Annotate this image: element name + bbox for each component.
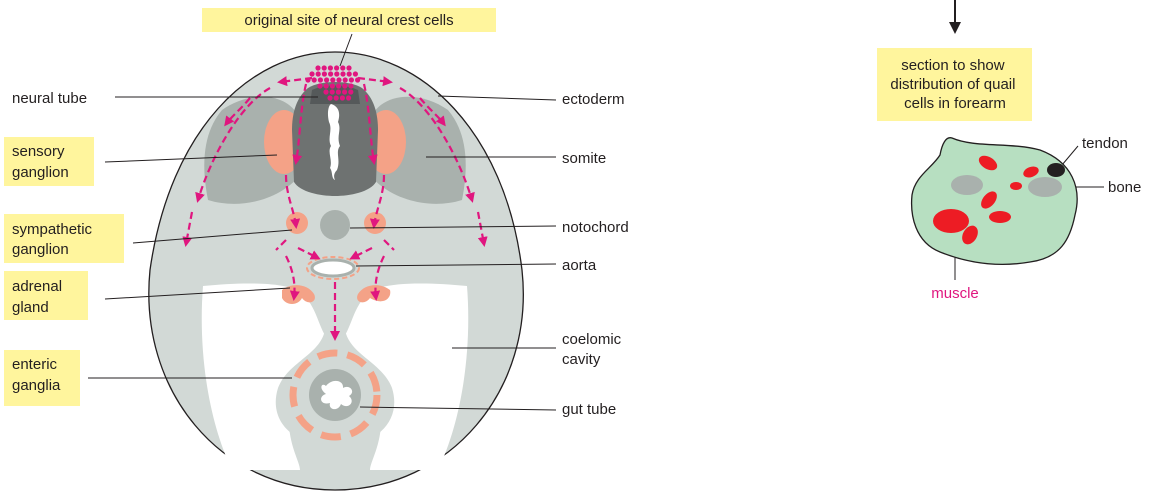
crest-cell-dot [330,77,335,82]
notochord [320,210,350,240]
neural-tube-dorsal [310,86,360,105]
crest-cell-dot [318,77,323,82]
crest-cell-dot [336,89,341,94]
crest-cell-dot [322,65,327,70]
label-notochord: notochord [562,219,629,236]
crest-cell-dot [316,71,321,76]
crest-cell-dot [317,83,322,88]
crest-cell-dot [342,89,347,94]
crest-cell-dot [336,77,341,82]
crest-cell-dot [340,65,345,70]
bone-left [951,175,983,195]
label-bone: bone [1108,179,1141,196]
crest-cell-dot [334,95,339,100]
crest-cell-dot [309,71,314,76]
top-label: original site of neural crest cells [244,12,453,29]
label-aorta: aorta [562,257,597,274]
section-label: section to show distribution of quail ce… [890,57,1019,112]
crest-cell-dot [330,89,335,94]
crest-cell-dot [324,77,329,82]
label-coelomic-cavity: coelomic cavity [562,331,625,368]
crest-cell-dot [336,83,341,88]
crest-cell-dot [342,83,347,88]
crest-cell-dot [328,71,333,76]
label-muscle: muscle [931,285,979,302]
crest-cell-dot [312,77,317,82]
label-neural-tube: neural tube [12,90,87,107]
crest-cell-dot [315,65,320,70]
crest-cell-dot [348,83,353,88]
crest-cell-dot [353,71,358,76]
forearm-panel: section to show distribution of quail ce… [890,0,1141,302]
bone-right [1028,177,1062,197]
crest-cell-dot [334,65,339,70]
tendon [1047,163,1065,177]
crest-cell-dot [324,83,329,88]
crest-cell-dot [346,95,351,100]
crest-cell-dot [346,65,351,70]
crest-cell-dot [340,71,345,76]
crest-cell-dot [330,83,335,88]
crest-cell-dot [340,95,345,100]
label-ectoderm: ectoderm [562,91,625,108]
muscle-large [933,209,969,233]
aorta [312,260,354,276]
crest-cell-dot [323,89,328,94]
crest-cell-dot [349,77,354,82]
label-tendon: tendon [1082,135,1128,152]
crest-cell-dot [322,71,327,76]
crest-cell-dot [343,77,348,82]
crest-cell-dot [328,65,333,70]
embryo-section [149,52,523,490]
crest-cell-dot [334,71,339,76]
label-gut-tube: gut tube [562,401,616,418]
crest-cell-dot [348,89,353,94]
label-somite: somite [562,150,606,167]
crest-cell-dot [327,95,332,100]
crest-cell-dot [347,71,352,76]
